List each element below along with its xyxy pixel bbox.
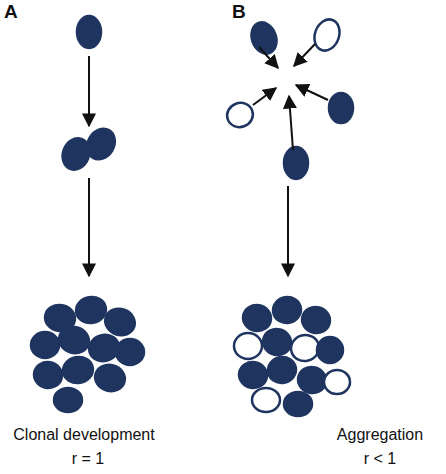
panel-letter: B xyxy=(232,2,246,23)
panel-caption: Aggregation xyxy=(337,426,423,444)
open-cell xyxy=(224,99,257,130)
filled-cell xyxy=(284,392,312,416)
filled-cell xyxy=(329,93,353,123)
filled-cell xyxy=(260,326,294,358)
relatedness-value: r = 1 xyxy=(72,450,104,468)
arrows xyxy=(89,44,328,276)
filled-cell xyxy=(77,16,101,48)
filled-cell xyxy=(116,339,144,365)
panel-caption: Clonal development xyxy=(13,426,154,444)
filled-cell xyxy=(271,295,303,325)
filled-cell xyxy=(61,355,95,386)
filled-cell xyxy=(237,360,269,390)
open-cell xyxy=(252,388,280,412)
filled-cell xyxy=(74,295,108,326)
filled-cell xyxy=(82,124,121,165)
open-cell xyxy=(324,370,350,394)
filled-cell xyxy=(54,388,82,412)
filled-cell xyxy=(241,303,273,333)
open-cell xyxy=(310,16,343,54)
filled-cell xyxy=(92,362,128,395)
filled-cell xyxy=(31,332,59,358)
filled-cell xyxy=(266,355,298,385)
relatedness-value: r < 1 xyxy=(364,450,396,468)
cells xyxy=(31,16,353,416)
filled-cell xyxy=(32,360,64,390)
open-cell xyxy=(234,333,262,359)
filled-cell xyxy=(299,304,333,336)
filled-cell xyxy=(56,324,92,357)
filled-cell xyxy=(284,147,308,179)
filled-cell xyxy=(317,337,343,363)
panel-letter: A xyxy=(4,2,18,23)
